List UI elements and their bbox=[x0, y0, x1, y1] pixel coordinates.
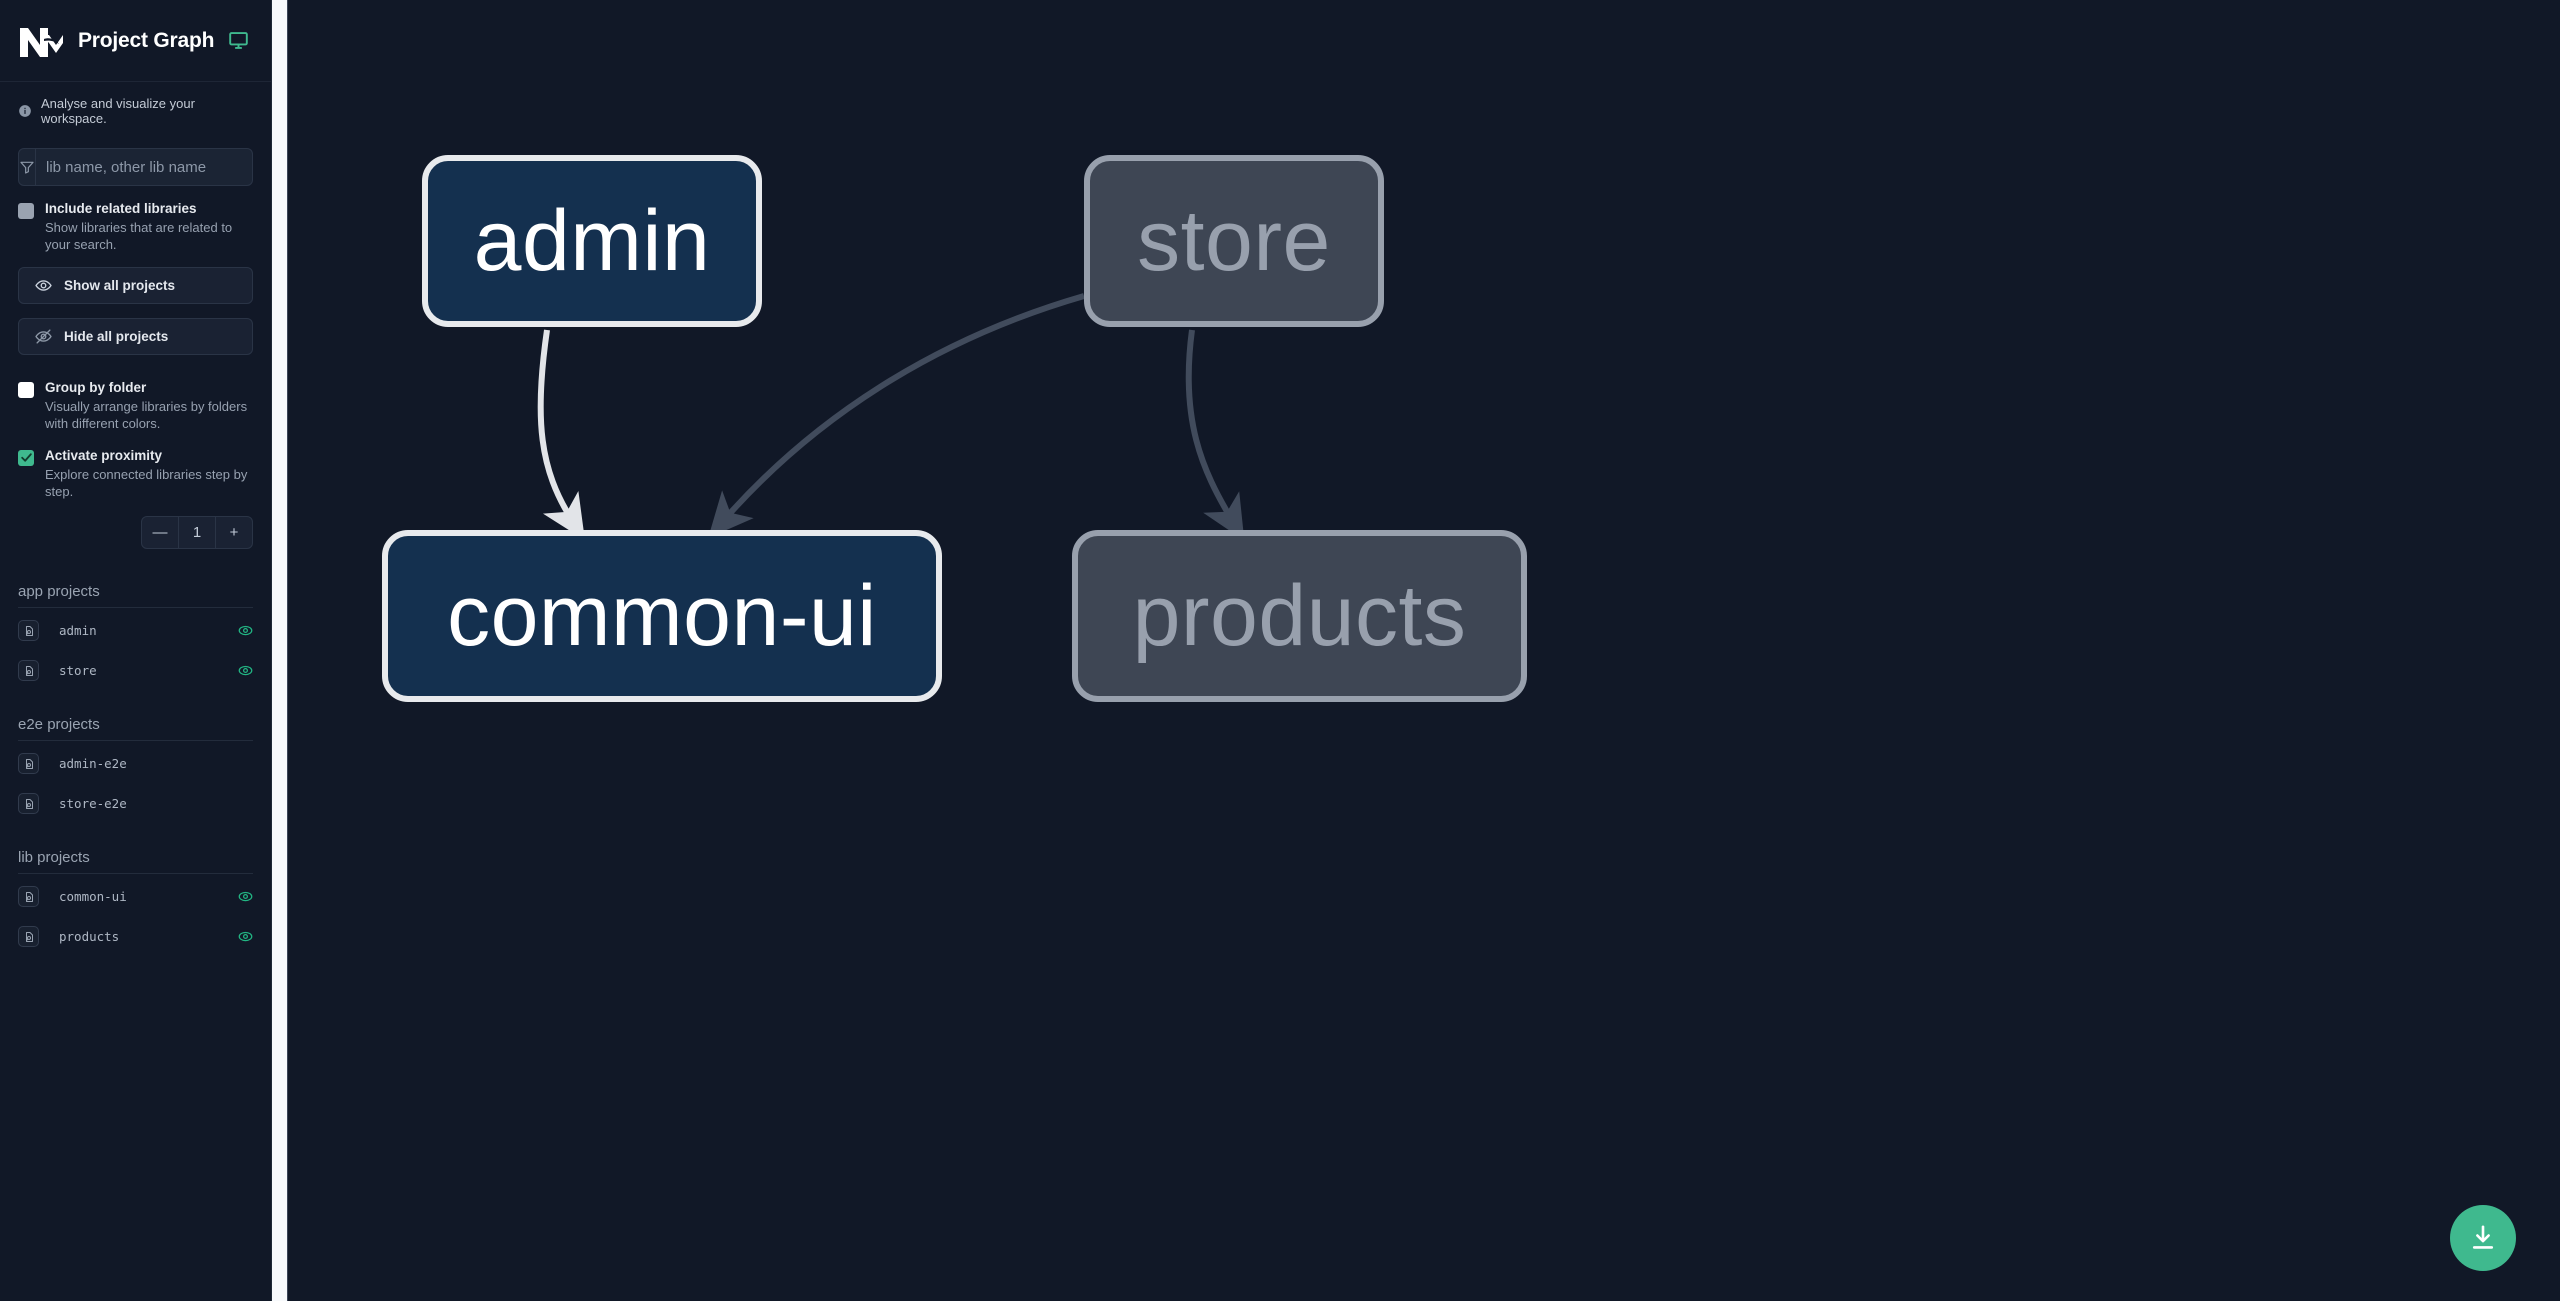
proximity-increment-button[interactable]: + bbox=[215, 516, 252, 548]
graph-node-label: admin bbox=[473, 192, 711, 289]
include-related-libraries-checkbox[interactable] bbox=[18, 203, 34, 219]
proximity-value: 1 bbox=[178, 516, 215, 548]
option-label: Group by folder bbox=[45, 380, 147, 396]
graph-node-label: common-ui bbox=[447, 567, 877, 664]
monitor-icon[interactable] bbox=[228, 30, 249, 51]
nx-logo bbox=[18, 21, 64, 61]
group-lib-projects: lib projects common-ui bbox=[18, 849, 253, 954]
graph-node-common-ui[interactable]: common-ui bbox=[382, 530, 942, 702]
graph-node-label: products bbox=[1132, 567, 1467, 664]
group-by-folder-checkbox[interactable] bbox=[18, 382, 34, 399]
graph-node-products[interactable]: products bbox=[1072, 530, 1527, 702]
filter-funnel-icon bbox=[19, 149, 36, 185]
option-label: Activate proximity bbox=[45, 447, 163, 463]
project-icon bbox=[18, 620, 39, 642]
show-all-projects-label: Show all projects bbox=[64, 278, 176, 294]
project-name: common-ui bbox=[59, 889, 127, 905]
group-app-projects: app projects admin bbox=[18, 583, 253, 688]
option-include-related-libraries[interactable]: Include related libraries Show libraries… bbox=[18, 200, 253, 253]
option-description: Show libraries that are related to your … bbox=[45, 220, 233, 253]
project-row-products[interactable]: products bbox=[18, 920, 253, 954]
project-row-store-e2e[interactable]: store-e2e bbox=[18, 787, 253, 821]
project-icon bbox=[18, 886, 39, 908]
project-groups: app projects admin bbox=[0, 583, 271, 954]
project-name: admin-e2e bbox=[59, 756, 127, 772]
search-bar[interactable] bbox=[18, 148, 253, 186]
sidebar: Project Graph Analyse and visualize your… bbox=[0, 0, 272, 1301]
tagline: Analyse and visualize your workspace. bbox=[0, 82, 271, 126]
hide-all-projects-label: Hide all projects bbox=[64, 329, 169, 345]
project-row-admin[interactable]: admin bbox=[18, 614, 253, 648]
graph-edges bbox=[537, 293, 1245, 541]
project-icon bbox=[18, 793, 39, 815]
hide-all-projects-button[interactable]: Hide all projects bbox=[18, 318, 253, 356]
group-title: e2e projects bbox=[18, 716, 253, 741]
project-visibility-eye-icon[interactable] bbox=[238, 929, 253, 944]
option-group-by-folder[interactable]: Group by folder Visually arrange librari… bbox=[18, 379, 253, 432]
project-visibility-eye-icon[interactable] bbox=[238, 663, 253, 678]
graph-node-admin[interactable]: admin bbox=[422, 155, 762, 327]
page-title: Project Graph bbox=[78, 28, 215, 52]
project-name: admin bbox=[59, 623, 97, 639]
search-input[interactable] bbox=[36, 149, 252, 185]
project-name: store bbox=[59, 663, 97, 679]
graph-node-store[interactable]: store bbox=[1084, 155, 1384, 327]
edge-store-to-common-ui bbox=[708, 293, 1085, 539]
project-row-common-ui[interactable]: common-ui bbox=[18, 880, 253, 914]
tagline-text: Analyse and visualize your workspace. bbox=[41, 96, 195, 126]
group-title: app projects bbox=[18, 583, 253, 608]
graph-canvas[interactable]: admin store common-ui products bbox=[272, 0, 2560, 1301]
eye-icon bbox=[35, 280, 52, 292]
option-description: Visually arrange libraries by folders wi… bbox=[45, 399, 248, 432]
activate-proximity-checkbox[interactable] bbox=[18, 449, 34, 466]
option-description: Explore connected libraries step by step… bbox=[45, 466, 248, 499]
show-all-projects-button[interactable]: Show all projects bbox=[18, 267, 253, 305]
group-e2e-projects: e2e projects admin-e2e bbox=[18, 716, 253, 821]
project-visibility-eye-icon[interactable] bbox=[238, 889, 253, 904]
edge-admin-to-common-ui bbox=[537, 329, 585, 541]
edge-store-to-products bbox=[1185, 329, 1245, 541]
sidebar-resize-handle[interactable] bbox=[272, 0, 288, 1301]
project-visibility-eye-icon[interactable] bbox=[238, 623, 253, 638]
info-icon bbox=[18, 104, 32, 118]
eye-off-icon bbox=[35, 329, 52, 344]
project-icon bbox=[18, 926, 39, 948]
project-name: products bbox=[59, 929, 120, 945]
download-graph-button[interactable] bbox=[2450, 1205, 2516, 1271]
graph-node-label: store bbox=[1137, 192, 1331, 289]
proximity-stepper[interactable]: — 1 + bbox=[141, 515, 253, 549]
sidebar-header: Project Graph bbox=[0, 0, 271, 82]
proximity-decrement-button[interactable]: — bbox=[152, 523, 168, 541]
option-label: Include related libraries bbox=[45, 201, 197, 216]
project-icon bbox=[18, 660, 39, 682]
project-name: store-e2e bbox=[59, 796, 127, 812]
download-icon bbox=[2472, 1225, 2494, 1249]
project-row-admin-e2e[interactable]: admin-e2e bbox=[18, 747, 253, 781]
option-activate-proximity[interactable]: Activate proximity Explore connected lib… bbox=[18, 447, 253, 500]
group-title: lib projects bbox=[18, 849, 253, 874]
project-row-store[interactable]: store bbox=[18, 654, 253, 688]
project-icon bbox=[18, 753, 39, 775]
